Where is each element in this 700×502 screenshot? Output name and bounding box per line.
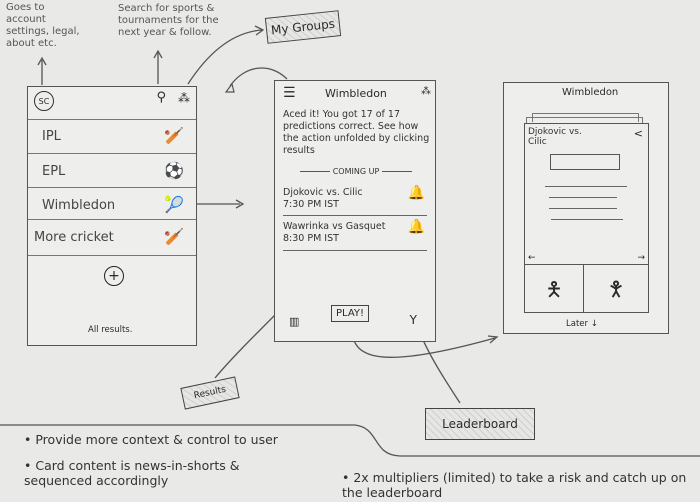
match-card-screen: Wimbledon Djokovic vs. Cilic < ← → 🯅 🯆 L… bbox=[503, 82, 669, 334]
list-item[interactable]: IPL🏏 bbox=[28, 119, 196, 154]
avatar[interactable]: SC bbox=[34, 91, 54, 111]
note-item: • 2x multipliers (limited) to take a ris… bbox=[342, 470, 687, 500]
player-option-1[interactable]: 🯅 bbox=[525, 264, 584, 313]
all-results-link[interactable]: All results. bbox=[88, 325, 133, 335]
results-icon[interactable]: ▥ bbox=[289, 315, 300, 328]
result-message: Aced it! You got 17 of 17 predictions co… bbox=[283, 109, 430, 156]
bell-icon[interactable]: 🔔 bbox=[407, 185, 425, 201]
arrow-left-icon[interactable]: ← bbox=[528, 253, 536, 263]
arrow-right-icon[interactable]: → bbox=[637, 253, 645, 263]
add-button[interactable]: + bbox=[104, 266, 124, 286]
groups-icon[interactable]: ⁂ bbox=[178, 91, 190, 105]
card-title: Djokovic vs. Cilic bbox=[528, 127, 582, 147]
note-item: • Card content is news-in-shorts & seque… bbox=[24, 458, 240, 488]
search-icon[interactable]: ⚲ bbox=[156, 90, 166, 105]
account-annotation: Goes to account settings, legal, about e… bbox=[6, 2, 80, 49]
list-item[interactable]: More cricket🏏 bbox=[28, 220, 196, 256]
player-option-2[interactable]: 🯆 bbox=[584, 264, 648, 313]
my-groups-box[interactable]: My Groups bbox=[264, 10, 342, 44]
list-item[interactable]: EPL⚽ bbox=[28, 154, 196, 188]
note-item: • Provide more context & control to user bbox=[24, 432, 278, 447]
image-placeholder bbox=[550, 154, 620, 170]
tennis-icon: 🎾 bbox=[164, 195, 184, 214]
cricket-icon: 🏏 bbox=[164, 126, 184, 145]
leaderboard-box[interactable]: Leaderboard bbox=[425, 408, 535, 440]
home-screen: SC ⚲ ⁂ IPL🏏 EPL⚽ Wimbledon🎾 More cricket… bbox=[27, 86, 197, 346]
share-icon[interactable]: < bbox=[633, 127, 643, 140]
leaderboard-icon[interactable]: Y bbox=[409, 313, 417, 327]
page-title: Wimbledon bbox=[325, 87, 387, 100]
groups-icon[interactable]: ⁂ bbox=[421, 86, 431, 97]
results-box[interactable]: Results bbox=[180, 376, 240, 410]
menu-icon[interactable]: ☰ bbox=[283, 85, 296, 101]
bell-icon[interactable]: 🔔 bbox=[407, 219, 425, 235]
cricket-icon: 🏏 bbox=[164, 227, 184, 246]
list-item[interactable]: Wimbledon🎾 bbox=[28, 188, 196, 220]
search-annotation: Search for sports & tournaments for the … bbox=[118, 3, 219, 38]
play-button[interactable]: PLAY! bbox=[331, 305, 370, 322]
football-icon: ⚽ bbox=[164, 161, 184, 180]
tournament-screen: ☰ Wimbledon ⁂ Aced it! You got 17 of 17 … bbox=[274, 80, 436, 342]
match-card[interactable]: Djokovic vs. Cilic < ← → 🯅 🯆 bbox=[524, 123, 649, 313]
page-title: Wimbledon bbox=[562, 87, 619, 98]
later-button[interactable]: Later ↓ bbox=[566, 319, 598, 329]
section-heading: COMING UP bbox=[283, 167, 429, 176]
